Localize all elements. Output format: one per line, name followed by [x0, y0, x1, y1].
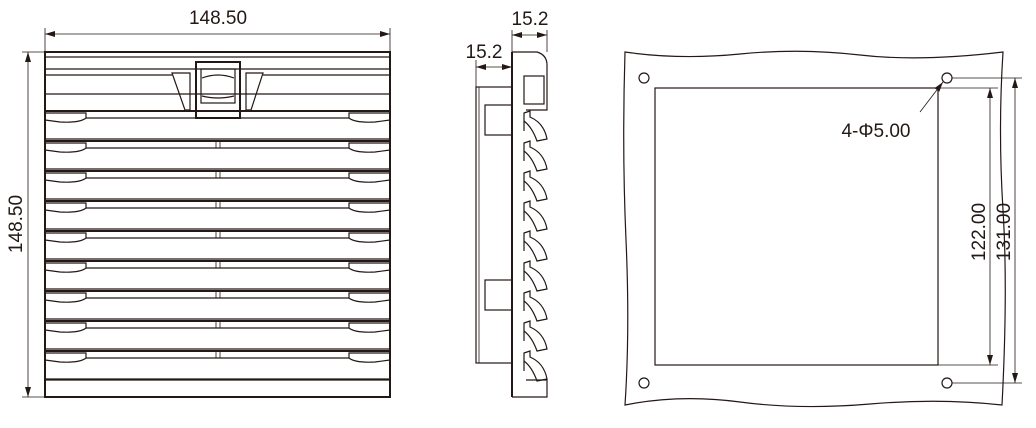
side-view: 15.2 15.2	[466, 9, 549, 398]
louver-group	[44, 110, 391, 380]
depth-dimension-back: 15.2	[466, 42, 503, 63]
side-louver	[523, 140, 548, 172]
height-dimension-label: 148.50	[6, 195, 27, 253]
louver	[44, 260, 391, 290]
hole-dimension-label: 4-Φ5.00	[841, 121, 910, 142]
side-louver	[523, 350, 548, 382]
side-louver	[523, 260, 548, 292]
side-louver	[523, 170, 548, 202]
inner-dimension-label: 122.00	[969, 203, 990, 261]
louver	[44, 320, 391, 350]
latch	[171, 61, 264, 119]
panel-outline	[623, 50, 1006, 408]
louver	[44, 290, 391, 320]
mounting-hole	[638, 377, 650, 389]
cutout-view: 4-Φ5.00 122.00 131.00	[623, 50, 1022, 408]
side-louver	[523, 290, 548, 322]
mounting-hole	[638, 72, 650, 84]
width-dimension-label: 148.50	[189, 8, 247, 29]
louver	[44, 110, 391, 140]
louver	[44, 200, 391, 230]
clip-top	[484, 104, 513, 136]
louver	[44, 170, 391, 200]
front-view: 148.50 148.50	[6, 8, 391, 398]
outer-dimension-label: 131.00	[994, 203, 1015, 261]
louver	[44, 140, 391, 170]
side-louver	[523, 110, 548, 142]
depth-dimension-front: 15.2	[512, 9, 549, 30]
mounting-hole	[941, 377, 953, 389]
side-louver	[523, 320, 548, 352]
side-louver	[523, 230, 548, 262]
side-louver	[523, 200, 548, 232]
front-frame	[44, 51, 391, 398]
louver	[44, 230, 391, 260]
cutout-rect	[654, 87, 939, 366]
clip-bottom	[484, 279, 513, 311]
mounting-hole	[941, 72, 953, 84]
louver	[44, 350, 391, 380]
